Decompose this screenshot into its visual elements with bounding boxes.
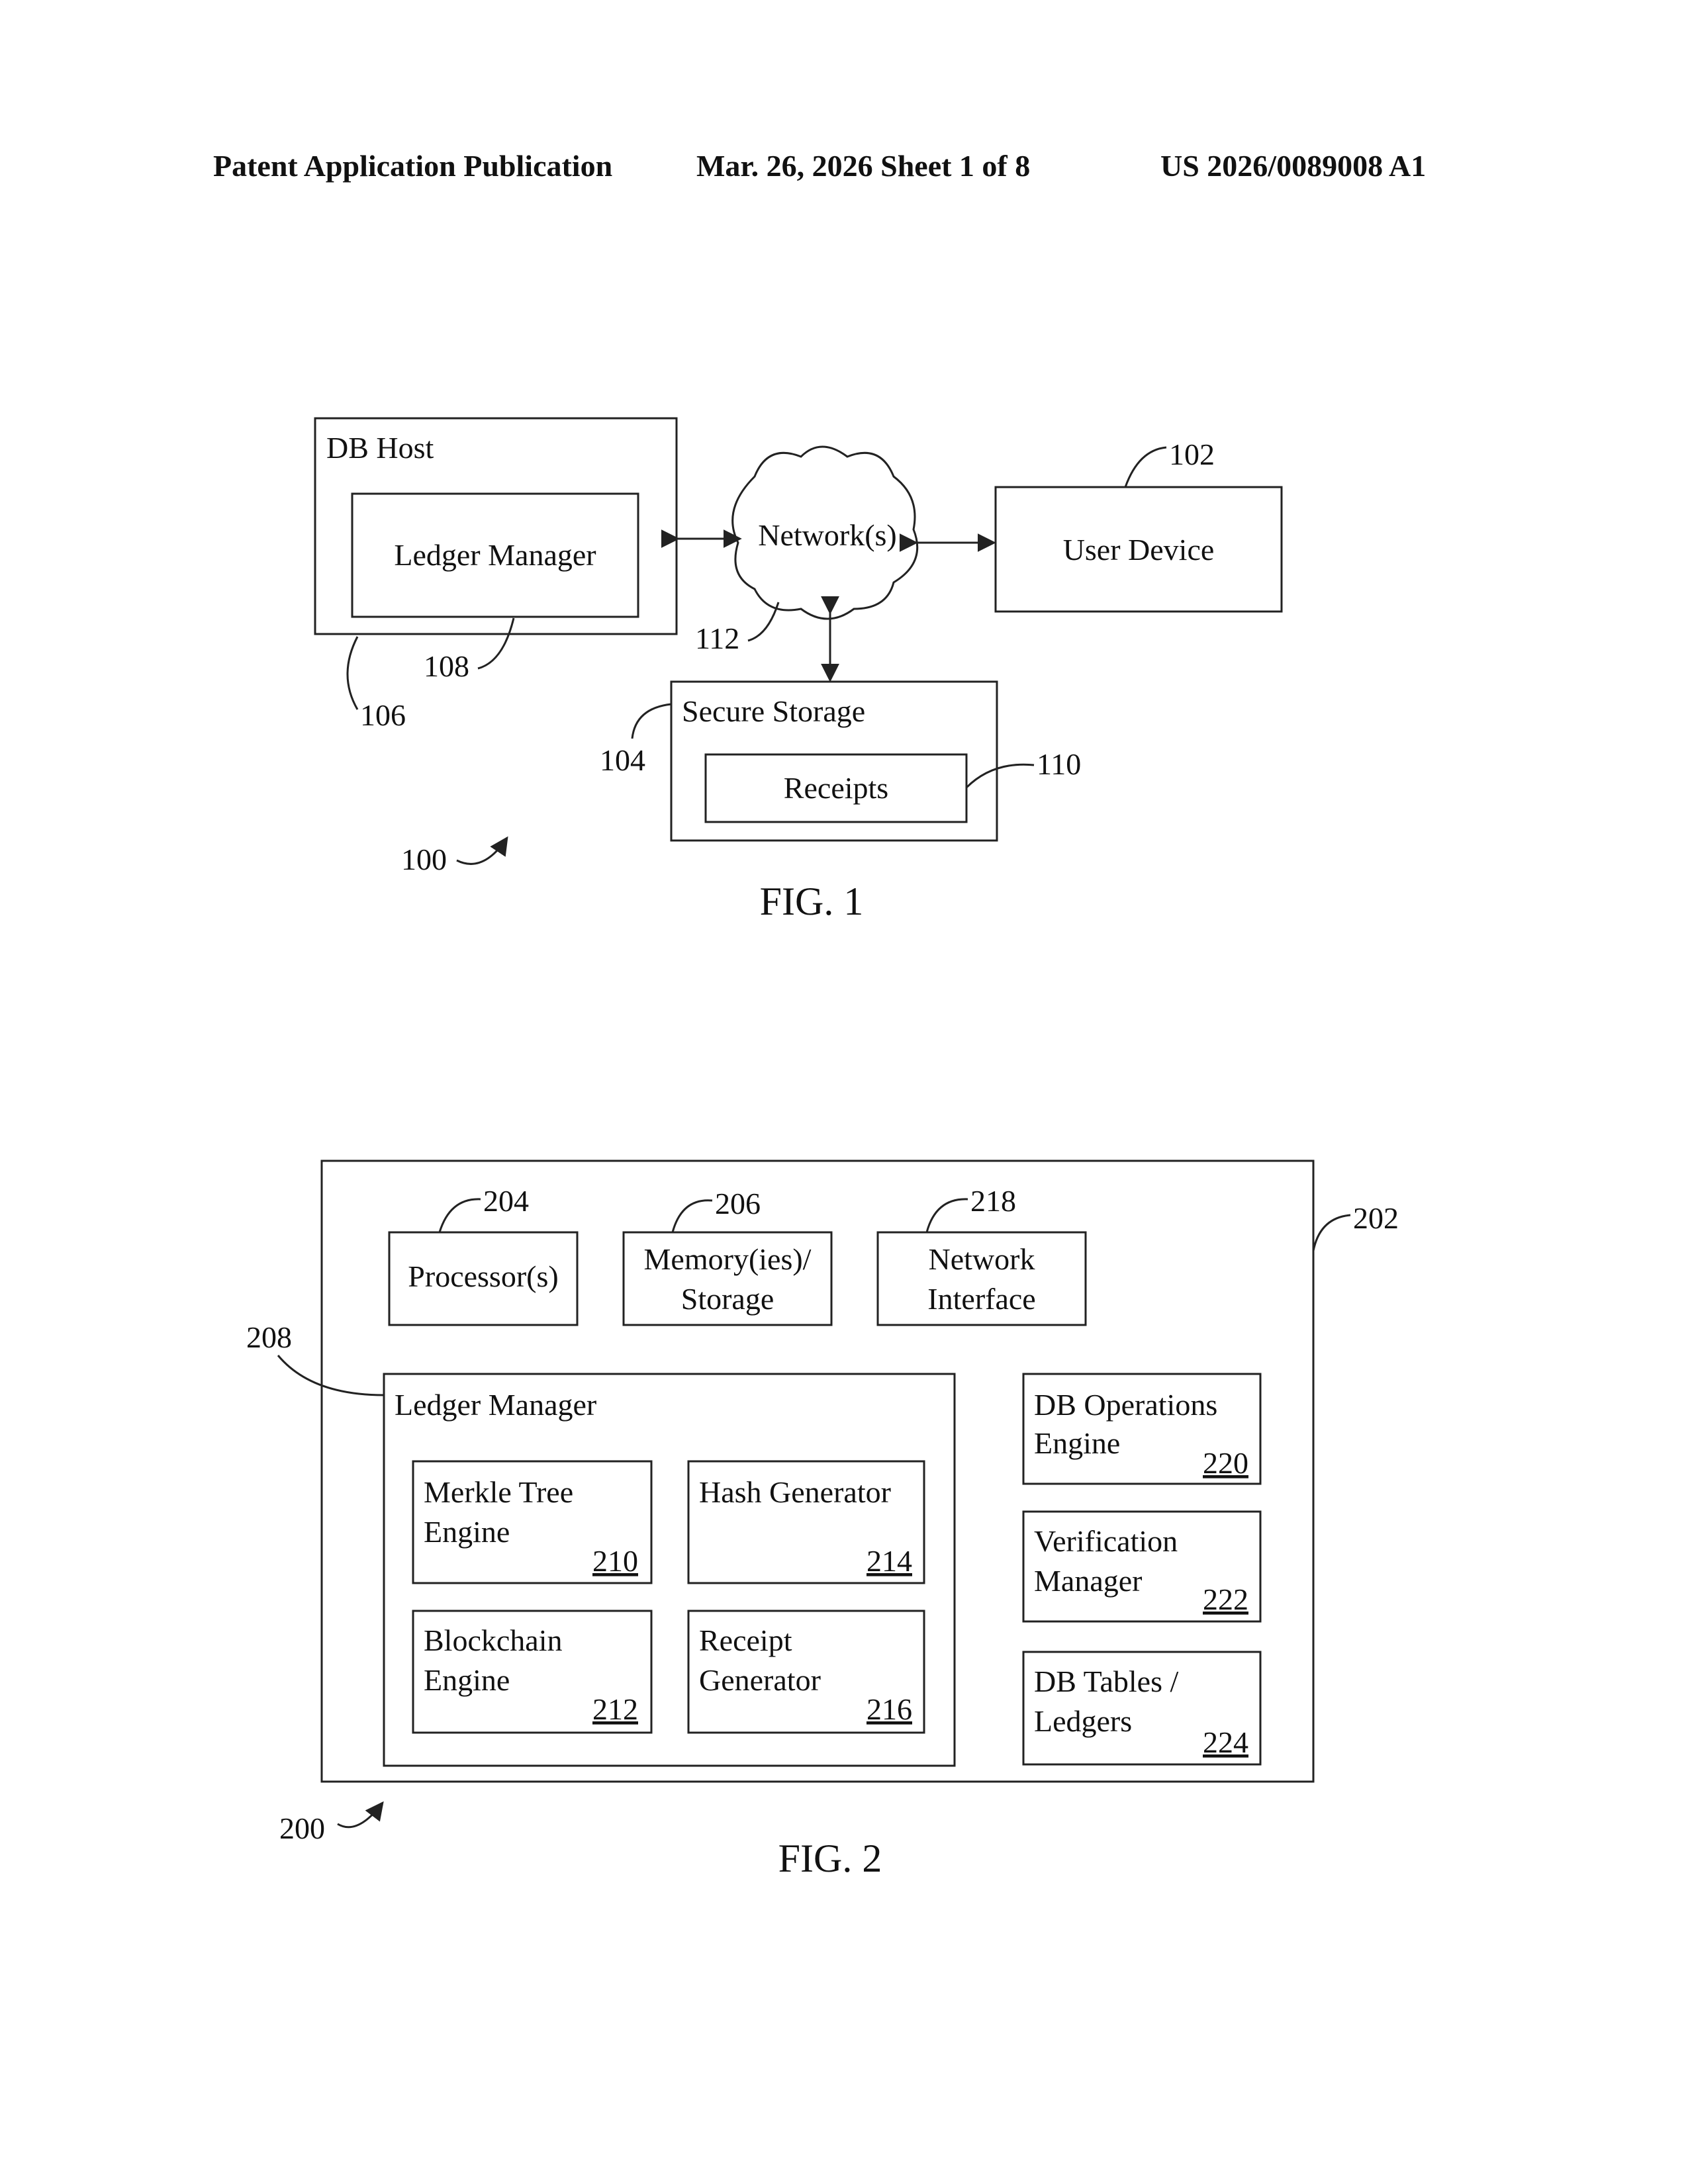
ref-210: 210 (592, 1544, 638, 1578)
ref-202: 202 (1353, 1201, 1399, 1235)
leader-102 (1125, 447, 1166, 487)
figure-2: Processor(s) Memory(ies)/ Storage Networ… (246, 1161, 1399, 1880)
ref-102: 102 (1169, 437, 1215, 471)
merkle-label-line1: Merkle Tree (424, 1475, 573, 1509)
ref-104: 104 (600, 743, 645, 777)
ref-222: 222 (1203, 1582, 1248, 1616)
db-tables-label-line1: DB Tables / (1034, 1664, 1178, 1698)
ref-208: 208 (246, 1320, 292, 1354)
leader-106 (348, 637, 357, 709)
ref-112: 112 (695, 621, 739, 655)
user-device-label: User Device (1063, 533, 1215, 567)
leader-218 (927, 1199, 968, 1232)
network-interface-label-line1: Network (929, 1242, 1035, 1276)
leader-104 (632, 704, 671, 739)
verification-label-line1: Verification (1034, 1524, 1178, 1558)
network-label: Network(s) (758, 518, 897, 552)
receipt-gen-label-line2: Generator (699, 1663, 821, 1697)
verification-label-line2: Manager (1034, 1564, 1142, 1598)
receipts-label: Receipts (784, 771, 888, 805)
fig2-caption: FIG. 2 (778, 1837, 882, 1880)
hash-generator-label: Hash Generator (699, 1475, 891, 1509)
fig1-caption: FIG. 1 (760, 880, 864, 923)
db-tables-label-line2: Ledgers (1034, 1704, 1132, 1738)
header-patent-number: US 2026/0089008 A1 (1160, 149, 1426, 183)
arrow-100 (457, 838, 507, 864)
leader-208 (278, 1355, 384, 1395)
ref-204: 204 (483, 1184, 529, 1218)
leader-110 (966, 764, 1034, 788)
leader-206 (673, 1201, 712, 1232)
blockchain-label-line2: Engine (424, 1663, 510, 1697)
ref-108: 108 (424, 649, 469, 683)
merkle-label-line2: Engine (424, 1515, 510, 1549)
ref-218: 218 (970, 1184, 1016, 1218)
leader-204 (440, 1199, 481, 1232)
ref-212: 212 (592, 1692, 638, 1726)
db-ops-label-line2: Engine (1034, 1426, 1120, 1460)
ref-200: 200 (279, 1811, 325, 1845)
memory-label-line1: Memory(ies)/ (644, 1242, 812, 1276)
ref-224: 224 (1203, 1725, 1248, 1759)
db-ops-label-line1: DB Operations (1034, 1388, 1217, 1422)
db-host-label: DB Host (326, 431, 434, 465)
header-publication-title: Patent Application Publication (213, 149, 612, 183)
secure-storage-label: Secure Storage (682, 694, 865, 728)
processors-label: Processor(s) (408, 1259, 558, 1293)
arrow-200 (338, 1803, 383, 1827)
figure-1: DB Host Ledger Manager Network(s) User D… (315, 418, 1282, 923)
receipt-gen-label-line1: Receipt (699, 1623, 792, 1657)
leader-108 (478, 618, 514, 668)
ref-216: 216 (867, 1692, 912, 1726)
leader-202 (1313, 1215, 1350, 1251)
blockchain-label-line1: Blockchain (424, 1623, 563, 1657)
network-interface-label-line2: Interface (927, 1282, 1035, 1316)
ref-110: 110 (1037, 747, 1081, 781)
memory-label-line2: Storage (681, 1282, 774, 1316)
ref-214: 214 (867, 1544, 912, 1578)
header-date-sheet: Mar. 26, 2026 Sheet 1 of 8 (696, 149, 1030, 183)
ref-100: 100 (401, 842, 447, 876)
ref-220: 220 (1203, 1446, 1248, 1480)
ledger-manager-label: Ledger Manager (394, 538, 596, 572)
ledger-manager-208-label: Ledger Manager (395, 1388, 596, 1422)
ref-206: 206 (715, 1187, 761, 1220)
ref-106: 106 (360, 698, 406, 732)
